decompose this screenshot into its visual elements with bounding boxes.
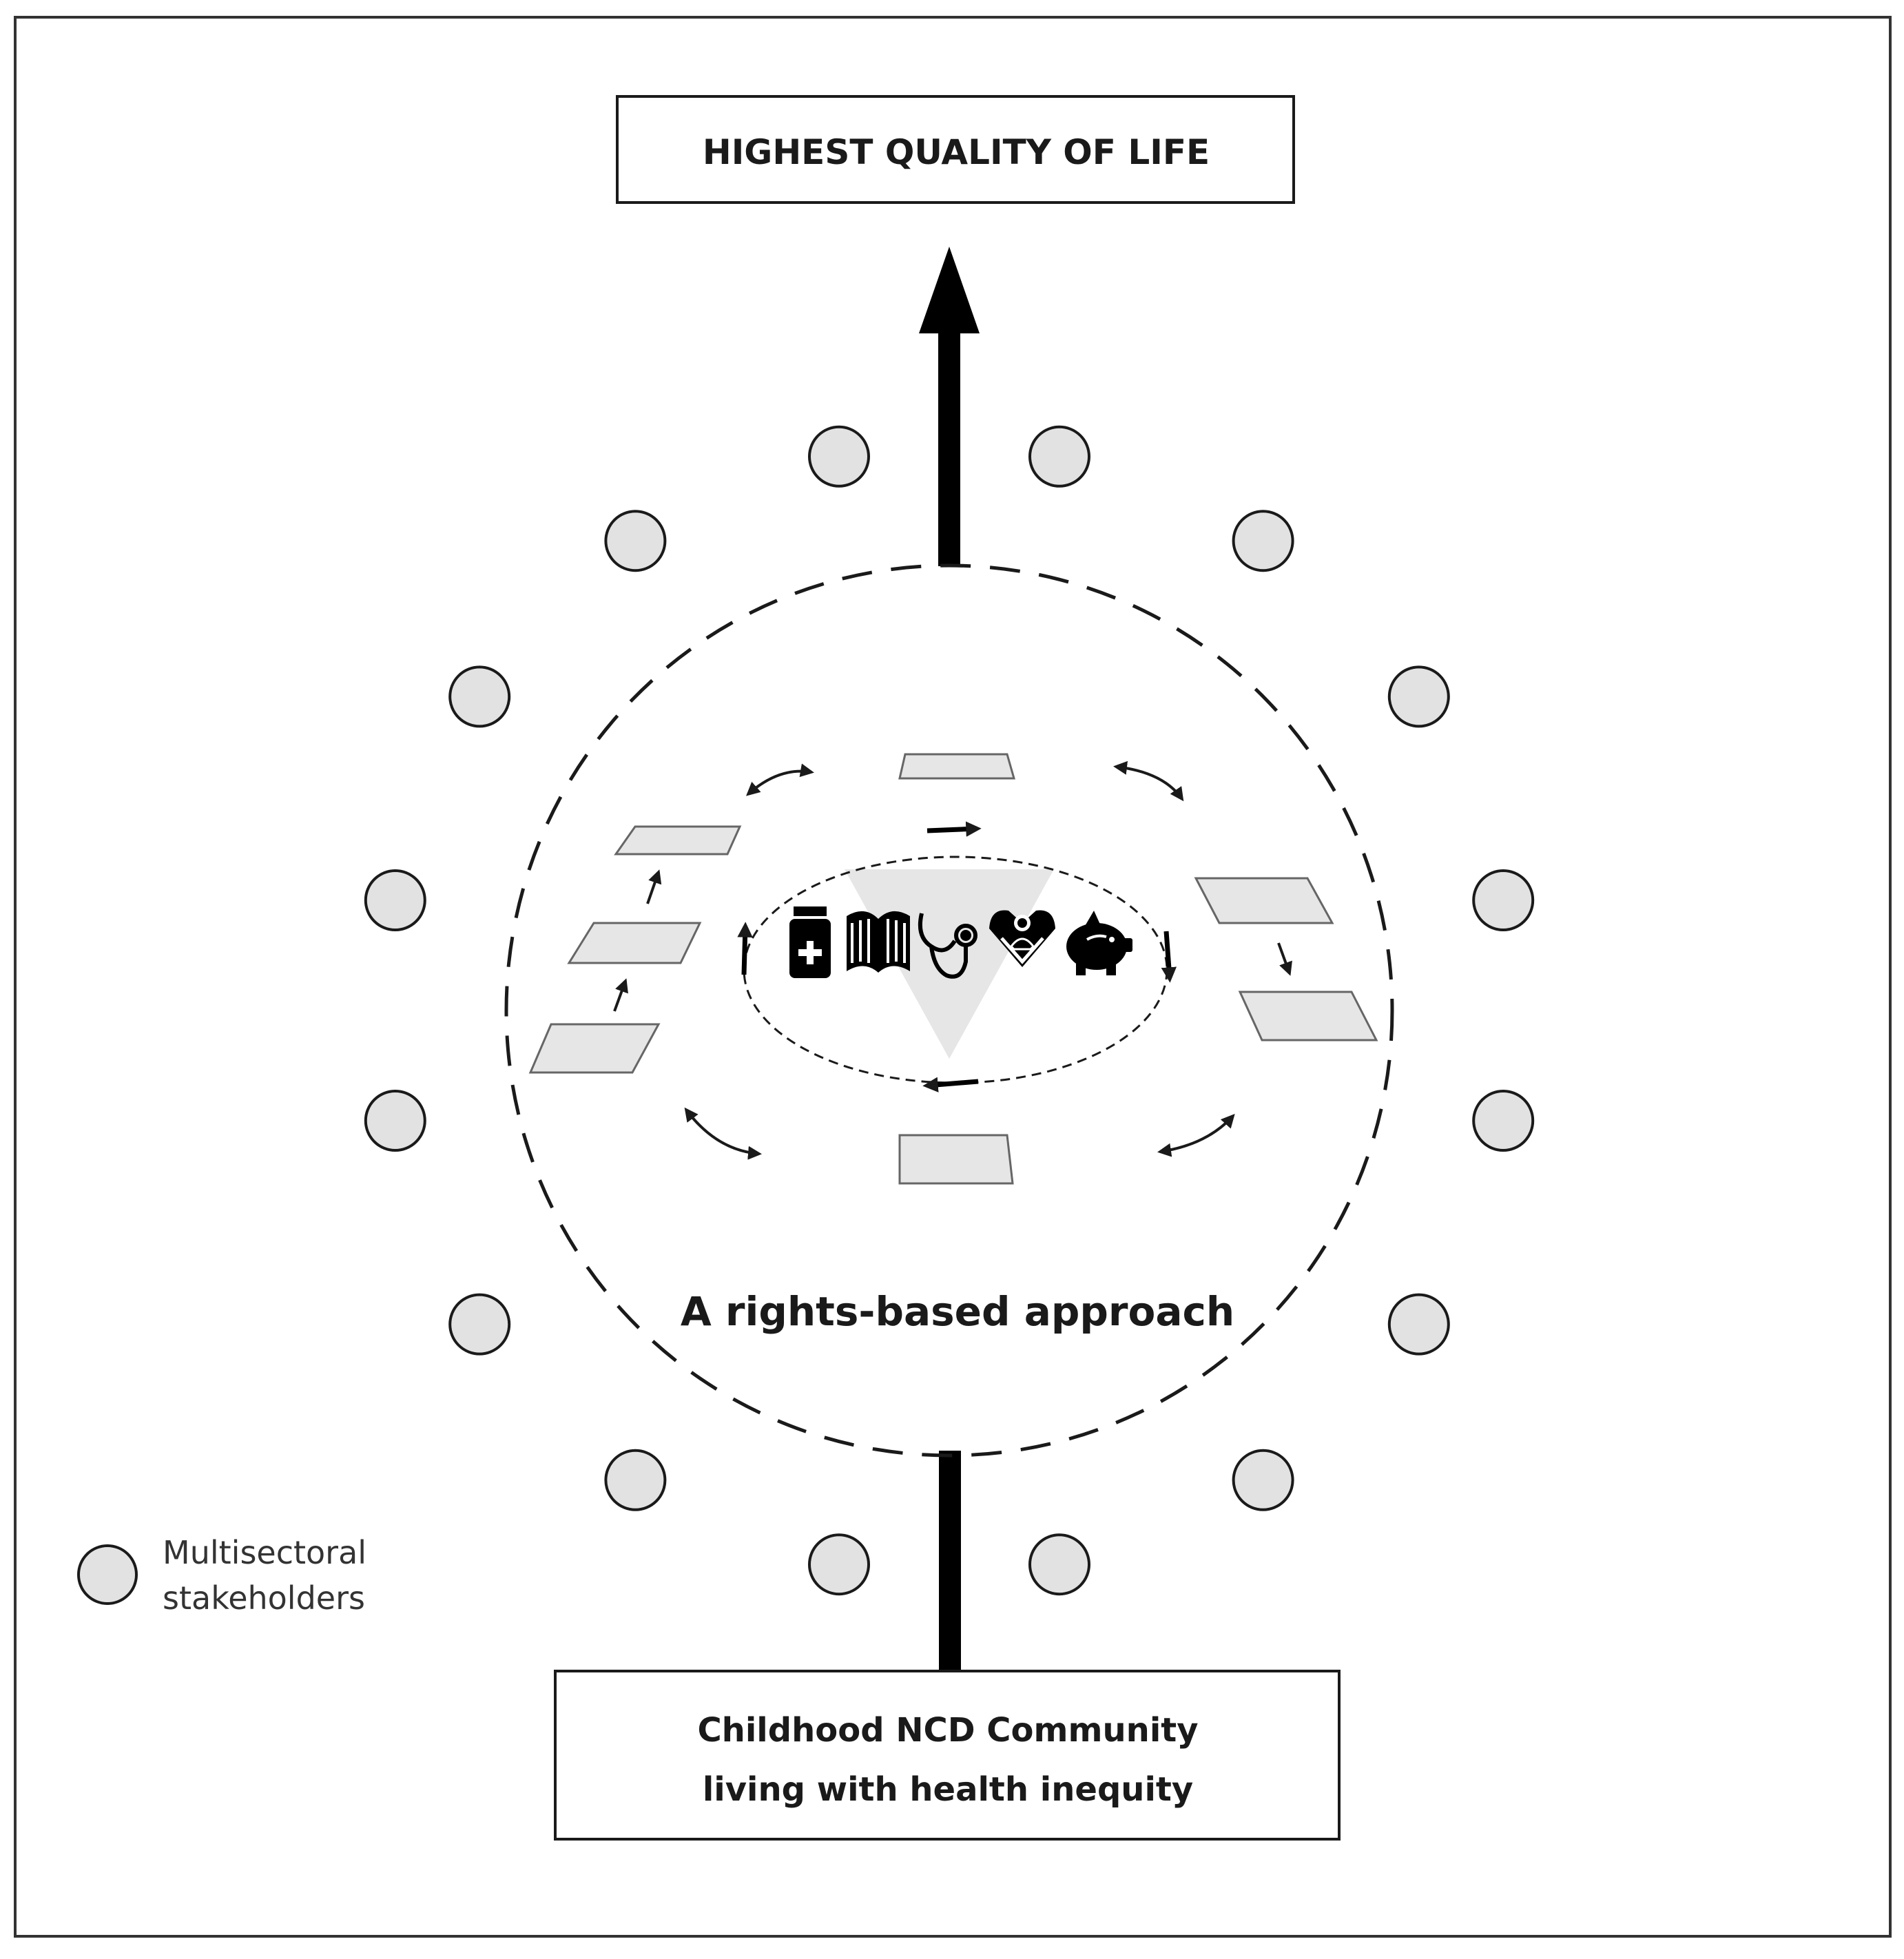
pathway-step bbox=[614, 825, 742, 856]
step-arrow bbox=[1277, 942, 1292, 976]
quality-of-life-label: HIGHEST QUALITY OF LIFE bbox=[703, 132, 1210, 172]
pathway-step bbox=[898, 753, 1015, 780]
stakeholder-circle bbox=[1028, 425, 1090, 488]
cycle-arrow-top bbox=[927, 821, 982, 837]
upward-arrow-shaft bbox=[938, 324, 960, 566]
stakeholder-circle bbox=[364, 869, 426, 931]
stakeholder-circle bbox=[604, 1449, 667, 1511]
stakeholder-circle bbox=[448, 1293, 511, 1356]
cycle-arrow-left bbox=[737, 922, 753, 975]
legend-label-line1: Multisectoral bbox=[163, 1534, 366, 1571]
stakeholder-circle bbox=[1232, 510, 1294, 572]
rights-based-boundary bbox=[504, 563, 1394, 1458]
stakeholder-ring bbox=[364, 425, 1535, 1596]
piggy-bank-icon bbox=[1066, 911, 1132, 975]
cycle-arrow-bottom bbox=[922, 1077, 979, 1092]
stakeholder-circle bbox=[1232, 1449, 1294, 1511]
pathway-steps bbox=[528, 753, 1378, 1185]
upward-arrow-head bbox=[919, 247, 980, 333]
stakeholder-circle bbox=[1387, 665, 1450, 728]
stakeholder-circle bbox=[1387, 1293, 1450, 1356]
stakeholder-circle bbox=[808, 1533, 870, 1596]
pathway-step bbox=[898, 1134, 1014, 1185]
stethoscope-icon bbox=[918, 913, 977, 979]
books-icon bbox=[847, 911, 910, 973]
outer-frame bbox=[14, 16, 1892, 1938]
stakeholder-circle bbox=[808, 425, 870, 488]
step-arrow bbox=[613, 978, 628, 1012]
medicine-bottle-icon bbox=[789, 906, 831, 978]
legend-label-line2: stakeholders bbox=[163, 1579, 365, 1617]
pathway-step bbox=[1238, 991, 1378, 1041]
cycle-arrow-right bbox=[1161, 931, 1177, 983]
exchange-arrow bbox=[1157, 1114, 1235, 1157]
exchange-arrow bbox=[1113, 760, 1184, 802]
ncd-community-line2: living with health inequity bbox=[703, 1770, 1193, 1809]
ncd-community-box bbox=[554, 1670, 1341, 1841]
bottom-connector-bar bbox=[939, 1451, 961, 1671]
stakeholder-circle bbox=[604, 510, 667, 572]
stakeholder-circle bbox=[1028, 1533, 1090, 1596]
exchange-arrow bbox=[684, 1107, 762, 1160]
stakeholder-circle bbox=[448, 665, 511, 728]
family-support-icon bbox=[989, 910, 1055, 967]
approach-label: A rights-based approach bbox=[681, 1288, 1234, 1335]
pathway-step bbox=[528, 1023, 661, 1074]
stakeholder-circle bbox=[1472, 1090, 1535, 1152]
stakeholder-circle bbox=[364, 1090, 426, 1152]
ncd-community-line1: Childhood NCD Community bbox=[697, 1711, 1198, 1750]
quality-of-life-box bbox=[616, 95, 1295, 204]
legend-stakeholder-symbol bbox=[77, 1544, 138, 1605]
stakeholder-circle bbox=[1472, 869, 1535, 931]
exchange-arrow bbox=[746, 763, 814, 796]
pathway-step bbox=[1194, 877, 1334, 924]
step-arrow bbox=[646, 869, 662, 904]
pathway-step bbox=[567, 922, 702, 964]
